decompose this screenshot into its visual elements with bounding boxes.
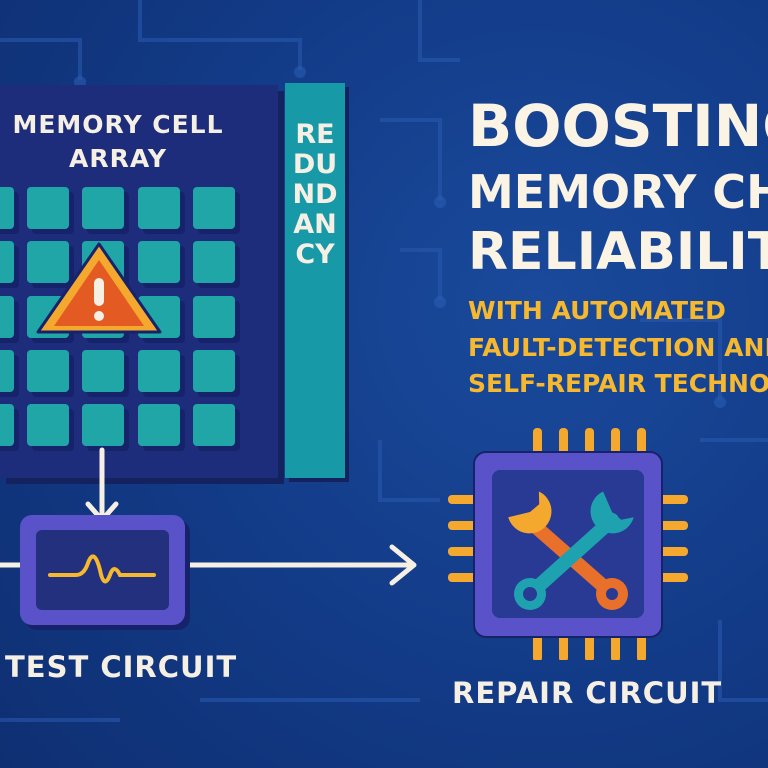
headline-line1: BOOSTING (468, 92, 768, 160)
redundancy-bar (285, 83, 345, 478)
crossed-wrenches-icon (508, 491, 634, 610)
memory-cell (138, 187, 180, 229)
memory-array-title-line2: ARRAY (69, 144, 167, 173)
chip-pin (448, 573, 478, 582)
memory-array-title: MEMORY CELL ARRAY (0, 108, 236, 176)
chip-pin (611, 428, 620, 458)
memory-cell (27, 404, 69, 446)
memory-cell (27, 187, 69, 229)
memory-cell (27, 241, 69, 283)
memory-cell (0, 187, 14, 229)
memory-cell (0, 404, 14, 446)
chip-pin (559, 632, 568, 660)
memory-cell (193, 296, 235, 338)
chip-pin (448, 521, 478, 530)
memory-array-title-line1: MEMORY CELL (12, 110, 224, 139)
subheadline-line1: WITH AUTOMATED (468, 296, 726, 325)
chip-pin (585, 632, 594, 660)
right-arrow-head (389, 544, 417, 586)
test-circuit-screen (36, 530, 169, 610)
chip-pin (637, 428, 646, 458)
memory-cell (27, 350, 69, 392)
memory-cell (193, 187, 235, 229)
chip-pin (448, 495, 478, 504)
memory-cell (138, 241, 180, 283)
chip-pin (658, 495, 688, 504)
repair-circuit-chip (448, 428, 688, 660)
memory-cell (138, 404, 180, 446)
subheadline-line2: FAULT-DETECTION AND (468, 333, 768, 362)
memory-cell (0, 296, 14, 338)
chip-pin (448, 547, 478, 556)
memory-cell (82, 404, 124, 446)
memory-cell (193, 350, 235, 392)
memory-cell (82, 350, 124, 392)
chip-pin (637, 632, 646, 660)
memory-cell (82, 187, 124, 229)
chip-pin (533, 632, 542, 660)
memory-cell (0, 350, 14, 392)
memory-cell (138, 350, 180, 392)
memory-cell (0, 241, 14, 283)
chip-pin (585, 428, 594, 458)
memory-cell (193, 404, 235, 446)
chip-pin (658, 521, 688, 530)
memory-cell (193, 241, 235, 283)
waveform-icon (48, 554, 156, 584)
chip-pin (658, 547, 688, 556)
chip-pin (533, 428, 542, 458)
headline-line2: MEMORY CHIP (468, 165, 768, 219)
chip-pin (559, 428, 568, 458)
test-circuit-label: TEST CIRCUIT (5, 650, 238, 684)
subheadline-line3: SELF-REPAIR TECHNOLOGY (468, 369, 768, 398)
repair-circuit-label: REPAIR CIRCUIT (452, 676, 723, 710)
chip-pin (658, 573, 688, 582)
chip-pin (611, 632, 620, 660)
warning-triangle-icon (36, 242, 162, 334)
headline-line3: RELIABILITY (468, 222, 768, 282)
redundancy-label: REDUNDANCY (292, 119, 338, 270)
